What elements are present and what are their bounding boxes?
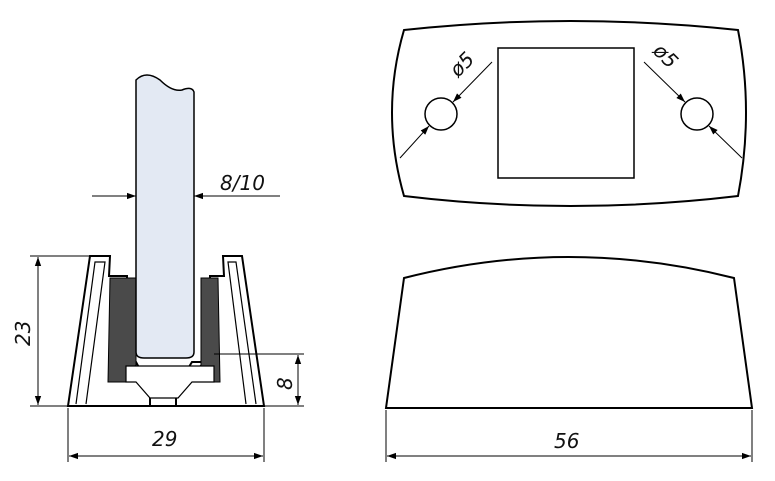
hole-left-label: ø5 (444, 47, 479, 82)
glass-thickness-label: 8/10 (220, 171, 265, 195)
mounting-hole-left (424, 97, 458, 131)
front-view-outline (384, 256, 754, 409)
side-height-label: 23 (11, 321, 35, 346)
channel-cutout (125, 365, 215, 399)
side-section-view (66, 74, 266, 407)
hole-right-label: ø5 (648, 38, 683, 73)
glass-panel (135, 74, 195, 359)
channel-depth-label: 8 (273, 377, 297, 390)
rail-inner-right (227, 261, 257, 405)
dimension-hole-left: ø5 (399, 47, 493, 159)
dimension-glass-thickness: 8/10 (92, 171, 280, 200)
dimension-side-height: 23 (11, 255, 92, 407)
dimension-side-width: 29 (67, 408, 265, 462)
top-view (391, 20, 747, 207)
dimension-channel-depth: 8 (214, 353, 304, 407)
top-view-outline (391, 20, 747, 207)
dimension-base-width: 56 (385, 410, 753, 462)
side-width-label: 29 (152, 427, 177, 451)
square-opening (497, 47, 635, 179)
rail-inner-left (75, 261, 106, 405)
front-view (384, 256, 754, 409)
base-width-label: 56 (554, 429, 579, 453)
mounting-hole-right (680, 97, 714, 131)
